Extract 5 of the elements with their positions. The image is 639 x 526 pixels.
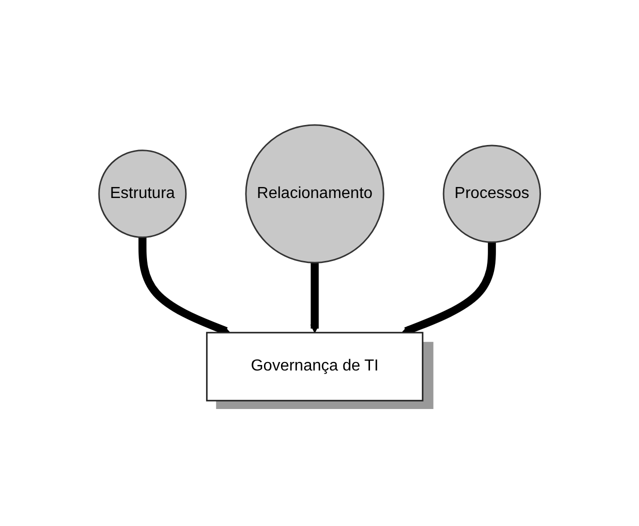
arrow: [310, 262, 319, 334]
node-circle: Processos: [442, 144, 541, 244]
node-circle: Estrutura: [98, 150, 187, 238]
node-box: Governança de TI: [206, 332, 424, 402]
node-circle: Relacionamento: [245, 124, 384, 264]
